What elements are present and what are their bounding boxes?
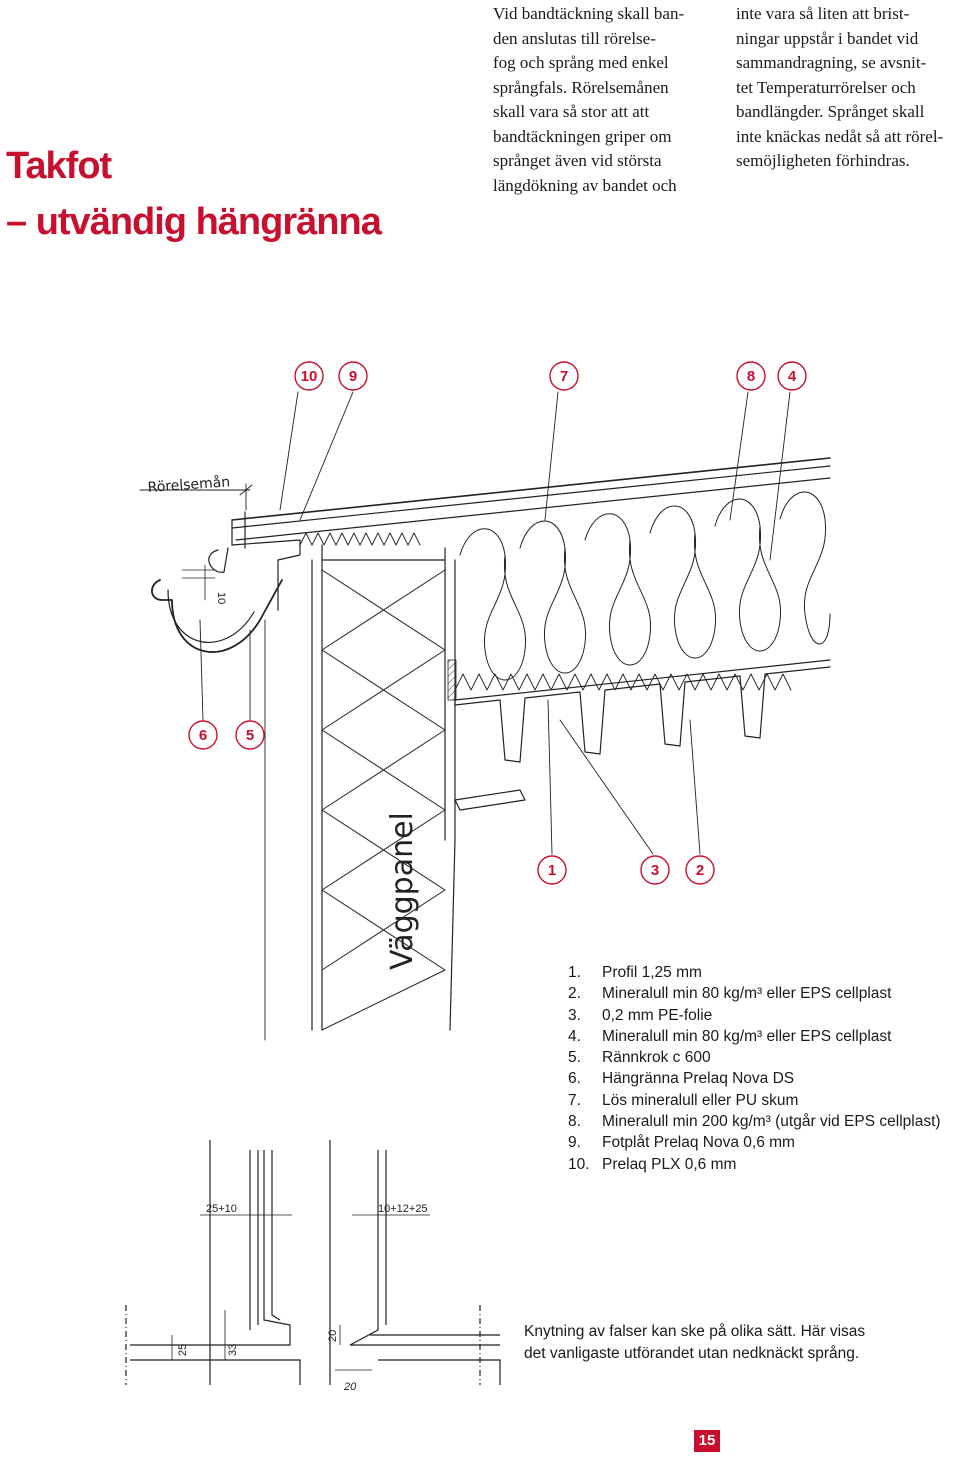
intro-line: skall vara så stor att att: [493, 102, 650, 121]
svg-text:2: 2: [696, 862, 704, 879]
page-title: Takfot – utvändig hängränna: [6, 138, 382, 250]
intro-column-1: Vid bandtäckning skall ban- den anslutas…: [493, 2, 713, 198]
svg-text:3: 3: [651, 862, 659, 879]
title-line-1: Takfot: [6, 145, 112, 187]
page-number: 15: [694, 1430, 720, 1452]
intro-line: semöjligheten förhindras.: [736, 151, 910, 170]
title-line-2: – utvändig hängränna: [6, 201, 382, 243]
legend-item: 3.0,2 mm PE-folie: [568, 1006, 713, 1024]
callout-9: 9: [338, 361, 368, 391]
callout-2: 2: [685, 855, 715, 885]
intro-line: fog och språng med enkel: [493, 53, 669, 72]
intro-line: ningar uppstår i bandet vid: [736, 28, 919, 48]
intro-line: sammandragning, se avsnit-: [736, 53, 927, 72]
intro-line: den anslutas till rörelse-: [493, 28, 656, 48]
note-line: Knytning av falser kan ske på olika sätt…: [524, 1323, 866, 1340]
dim-10-12-25: 10+12+25: [378, 1203, 428, 1215]
dim-33: 33: [227, 1344, 239, 1356]
fold-detail-drawing: [125, 1140, 501, 1385]
svg-text:5: 5: [246, 727, 254, 744]
intro-line: längdökning av bandet och: [493, 175, 677, 195]
intro-line: bandtäckningen griper om: [493, 126, 672, 146]
callout-7: 7: [549, 361, 579, 391]
callout-6: 6: [188, 720, 218, 750]
dim-20-vertical: 20: [327, 1330, 339, 1342]
callout-1: 1: [537, 855, 567, 885]
legend-item: 8.Mineralull min 200 kg/m³ (utgår vid EP…: [568, 1113, 941, 1131]
callout-8: 8: [736, 361, 766, 391]
intro-line: språnget även vid största: [493, 151, 662, 170]
intro-line: Vid bandtäckning skall ban-: [493, 4, 685, 23]
intro-line: språngfals. Rörelsemånen: [493, 77, 669, 97]
legend-item: 4.Mineralull min 80 kg/m³ eller EPS cell…: [568, 1027, 892, 1045]
mineral-wool-zigzag: [299, 532, 421, 546]
dim-20-horizontal: 20: [343, 1381, 357, 1393]
legend-item: 6.Hängränna Prelaq Nova DS: [568, 1070, 795, 1088]
legend-item: 1.Profil 1,25 mm: [568, 964, 702, 981]
legend-item: 10.Prelaq PLX 0,6 mm: [568, 1155, 737, 1173]
legend-list: 1.Profil 1,25 mm 2.Mineralull min 80 kg/…: [568, 962, 941, 1175]
svg-text:4: 4: [788, 368, 797, 385]
svg-text:9: 9: [349, 368, 357, 385]
note-line: det vanligaste utförandet utan nedknäckt…: [524, 1345, 860, 1362]
legend-item: 9.Fotplåt Prelaq Nova 0,6 mm: [568, 1134, 795, 1152]
intro-column-2: inte vara så liten att brist- ningar upp…: [736, 2, 958, 174]
svg-text:10: 10: [301, 368, 318, 385]
svg-text:8: 8: [747, 368, 755, 385]
legend-item: 5.Rännkrok c 600: [568, 1049, 711, 1067]
legend-item: 7.Lös mineralull eller PU skum: [568, 1091, 799, 1109]
label-rorelseman: Rörelsemån: [147, 473, 231, 496]
callout-5: 5: [235, 720, 265, 750]
dim-25: 25: [177, 1344, 189, 1356]
intro-line: bandlängder. Språnget skall: [736, 102, 925, 121]
intro-line: tet Temperaturrörelser och: [736, 77, 916, 97]
dim-25-10: 25+10: [206, 1203, 237, 1215]
legend-item: 2.Mineralull min 80 kg/m³ eller EPS cell…: [568, 985, 892, 1003]
svg-text:7: 7: [560, 368, 568, 385]
fold-note: Knytning av falser kan ske på olika sätt…: [524, 1321, 865, 1365]
callout-10: 10: [294, 361, 324, 391]
intro-line: inte vara så liten att brist-: [736, 4, 910, 23]
intro-line: inte knäckas nedåt så att rörel-: [736, 126, 944, 146]
callout-3: 3: [640, 855, 670, 885]
svg-text:1: 1: [548, 862, 556, 879]
label-dim-10: 10: [215, 592, 227, 604]
callout-4: 4: [777, 361, 807, 391]
label-vaggpanel: Väggpanel: [385, 812, 420, 970]
svg-text:6: 6: [199, 727, 207, 744]
